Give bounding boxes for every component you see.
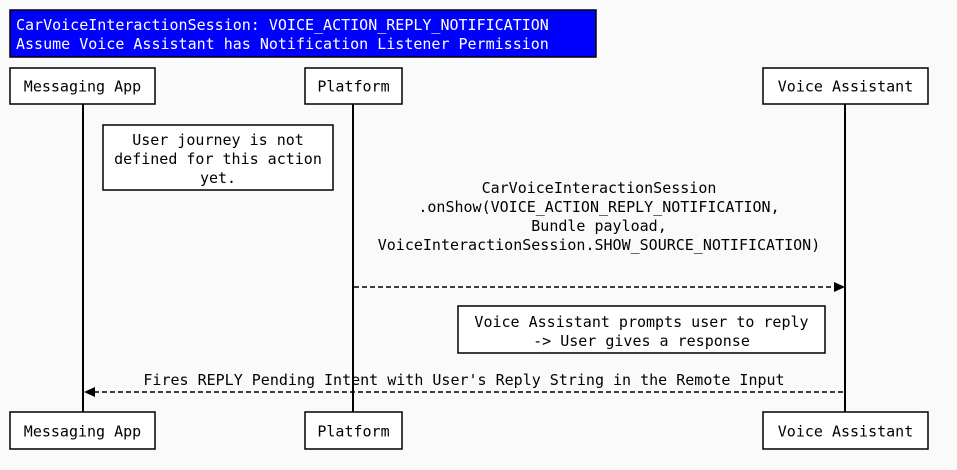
- title-line-2: Assume Voice Assistant has Notification …: [16, 35, 549, 53]
- note-line: Voice Assistant prompts user to reply: [474, 313, 808, 331]
- message-label: CarVoiceInteractionSession: [482, 179, 717, 197]
- diagram-title: CarVoiceInteractionSession: VOICE_ACTION…: [9, 9, 597, 58]
- note-line: defined for this action: [114, 150, 322, 168]
- note-line: yet.: [200, 169, 236, 187]
- participant-messaging-app-top: Messaging App: [9, 67, 156, 105]
- participant-label: Platform: [317, 423, 389, 441]
- participant-label: Messaging App: [24, 423, 141, 441]
- participant-label: Platform: [317, 78, 389, 96]
- note-user-journey: User journey is not defined for this act…: [102, 124, 334, 191]
- title-background: [9, 9, 597, 58]
- note-line: User journey is not: [132, 131, 304, 149]
- message-label: .onShow(VOICE_ACTION_REPLY_NOTIFICATION,: [418, 198, 779, 216]
- title-line-1: CarVoiceInteractionSession: VOICE_ACTION…: [16, 16, 549, 34]
- message-label: Fires REPLY Pending Intent with User's R…: [143, 371, 784, 389]
- message-onshow: CarVoiceInteractionSession .onShow(VOICE…: [354, 179, 845, 292]
- note-line: -> User gives a response: [533, 332, 750, 350]
- note-voice-prompt: Voice Assistant prompts user to reply ->…: [457, 305, 826, 354]
- message-label: Bundle payload,: [531, 217, 666, 235]
- participant-voice-assistant-top: Voice Assistant: [762, 67, 929, 105]
- message-arrow-head: [834, 282, 845, 292]
- participant-platform-bottom: Platform: [304, 411, 403, 450]
- message-arrow-head: [84, 387, 95, 397]
- participant-label: Messaging App: [24, 78, 141, 96]
- message-label: VoiceInteractionSession.SHOW_SOURCE_NOTI…: [378, 236, 821, 254]
- participant-label: Voice Assistant: [778, 423, 913, 441]
- participant-messaging-app-bottom: Messaging App: [9, 411, 156, 450]
- message-fires-reply: Fires REPLY Pending Intent with User's R…: [84, 371, 844, 397]
- participant-label: Voice Assistant: [778, 78, 913, 96]
- participant-voice-assistant-bottom: Voice Assistant: [762, 411, 929, 450]
- participant-platform-top: Platform: [304, 67, 403, 105]
